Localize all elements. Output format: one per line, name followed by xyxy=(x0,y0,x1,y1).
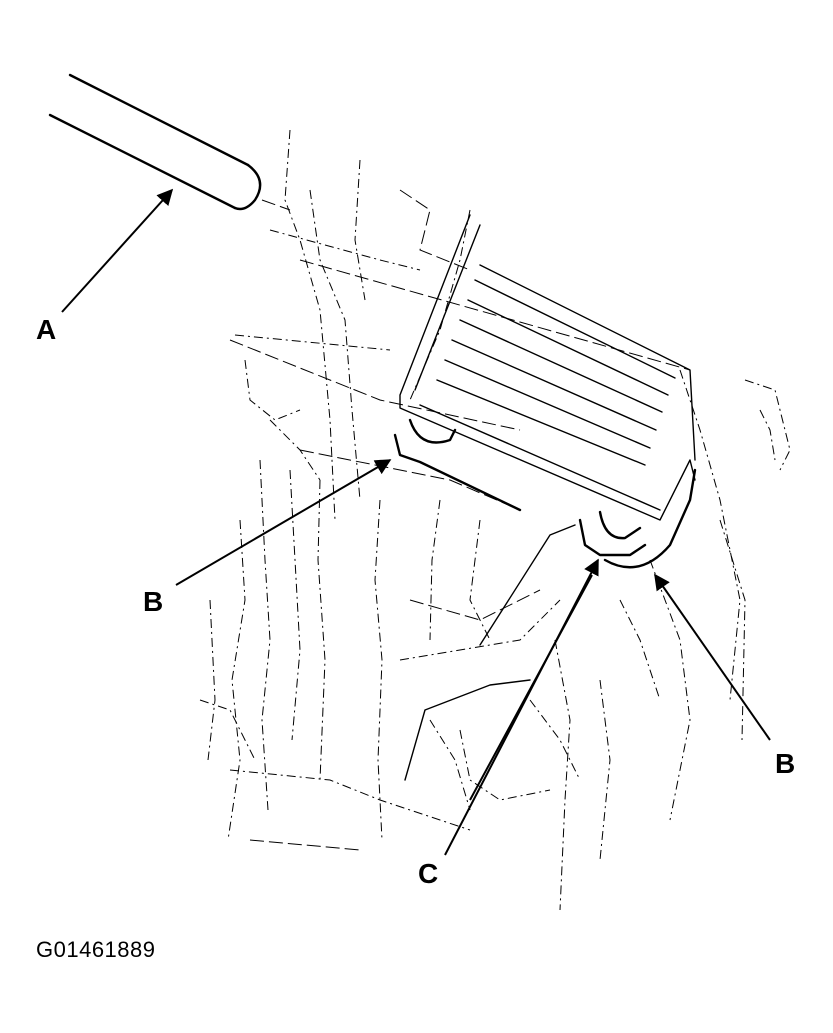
callout-label-b-left: B xyxy=(143,586,164,617)
callout-label-b-right: B xyxy=(775,748,796,779)
arrow-b-right xyxy=(654,573,771,741)
phantom-structure-lines xyxy=(199,129,791,911)
filter-housing xyxy=(393,214,697,781)
callout-label-a: A xyxy=(36,314,57,345)
tool-a-shaft xyxy=(48,73,291,211)
arrow-b-left xyxy=(175,459,392,586)
callout-label-c: C xyxy=(418,858,439,889)
arrow-c-2 xyxy=(469,574,593,801)
figure-id: G01461889 xyxy=(36,937,156,962)
leader-arrows xyxy=(61,188,771,856)
arrow-a xyxy=(61,188,174,313)
